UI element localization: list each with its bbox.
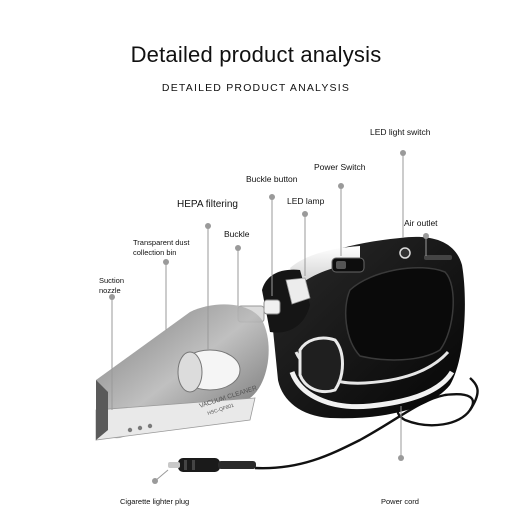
led-light-switch[interactable] bbox=[399, 247, 411, 259]
callout-suction-nozzle-line1: Suction bbox=[99, 276, 125, 285]
callout-transparent-dust-bin: Transparent dust collection bin bbox=[133, 238, 189, 258]
pointer-lines bbox=[111, 153, 427, 482]
power-cord bbox=[254, 377, 479, 470]
callout-suction-nozzle-line2: nozzle bbox=[99, 286, 121, 295]
callout-led-light-switch: LED light switch bbox=[370, 127, 431, 137]
callout-led-lamp: LED lamp bbox=[287, 196, 325, 206]
hepa-filter bbox=[177, 351, 203, 393]
led-lamp bbox=[285, 277, 311, 305]
callout-transparent-dust-bin-line2: collection bin bbox=[133, 248, 177, 257]
dust-bin bbox=[95, 304, 269, 441]
callout-power-switch: Power Switch bbox=[314, 162, 366, 172]
buckle-button[interactable] bbox=[263, 299, 281, 315]
callout-cigarette-lighter-plug: Cigarette lighter plug bbox=[120, 497, 190, 506]
cigarette-lighter-plug bbox=[168, 458, 256, 472]
callout-suction-nozzle: Suction nozzle bbox=[99, 276, 124, 296]
suction-nozzle bbox=[96, 380, 108, 440]
callout-power-cord: Power cord bbox=[381, 497, 419, 506]
callout-buckle: Buckle bbox=[224, 229, 250, 239]
callout-air-outlet: Air outlet bbox=[404, 218, 438, 228]
callout-transparent-dust-bin-line1: Transparent dust bbox=[133, 238, 190, 247]
callout-hepa-filtering: HEPA filtering bbox=[177, 199, 238, 210]
vacuum-body bbox=[270, 236, 465, 419]
page-subtitle: DETAILED PRODUCT ANALYSIS bbox=[161, 82, 351, 94]
page-title: Detailed product analysis bbox=[130, 42, 382, 67]
air-outlet bbox=[424, 255, 452, 260]
callout-buckle-button: Buckle button bbox=[246, 174, 298, 184]
